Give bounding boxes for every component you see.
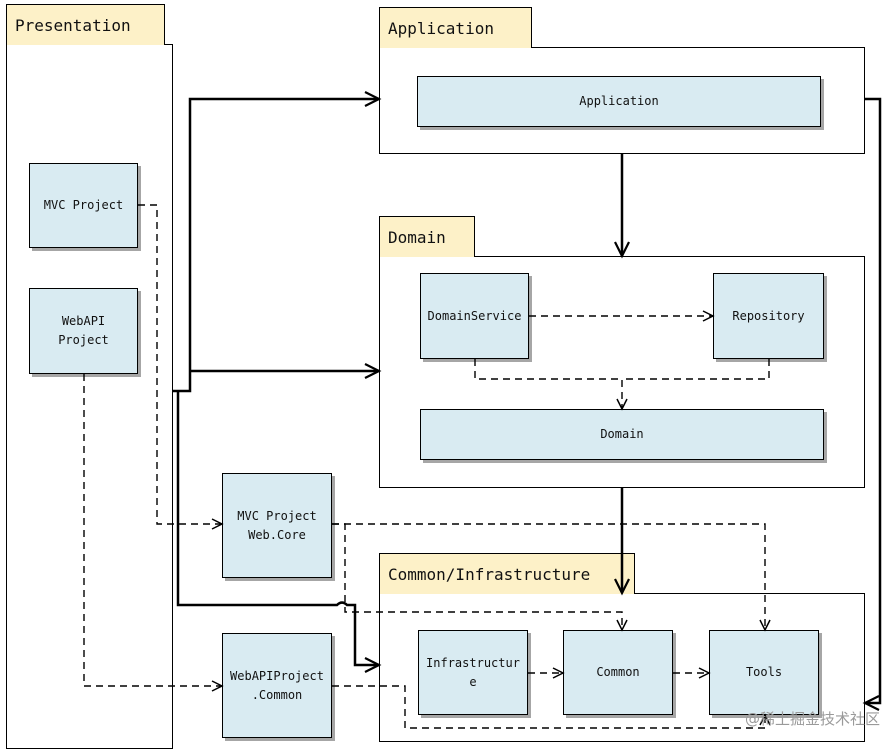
infrastructure-package-tab: Common/Infrastructure	[379, 553, 635, 594]
application-node: Application	[417, 76, 821, 127]
watermark: @稀土掘金技术社区	[744, 710, 880, 728]
mvc-project-web-core-node: MVC Project Web.Core	[222, 473, 332, 578]
common-node: Common	[563, 630, 673, 715]
webapi-project-node: WebAPI Project	[29, 288, 138, 374]
presentation-package	[6, 44, 173, 749]
mvc-project-node: MVC Project	[29, 163, 138, 248]
domain-node: Domain	[420, 409, 824, 460]
domain-service-node: DomainService	[420, 273, 529, 359]
infrastructure-node: Infrastructur e	[418, 630, 528, 715]
domain-package-tab: Domain	[379, 216, 475, 257]
repository-node: Repository	[713, 273, 824, 359]
application-to-tools-arrow	[862, 97, 882, 711]
presentation-package-tab: Presentation	[6, 4, 165, 45]
webapi-project-common-node: WebAPIProject .Common	[222, 633, 332, 738]
tools-node: Tools	[709, 630, 819, 715]
application-package-tab: Application	[379, 7, 532, 48]
presentation-to-application-arrow	[172, 91, 382, 393]
